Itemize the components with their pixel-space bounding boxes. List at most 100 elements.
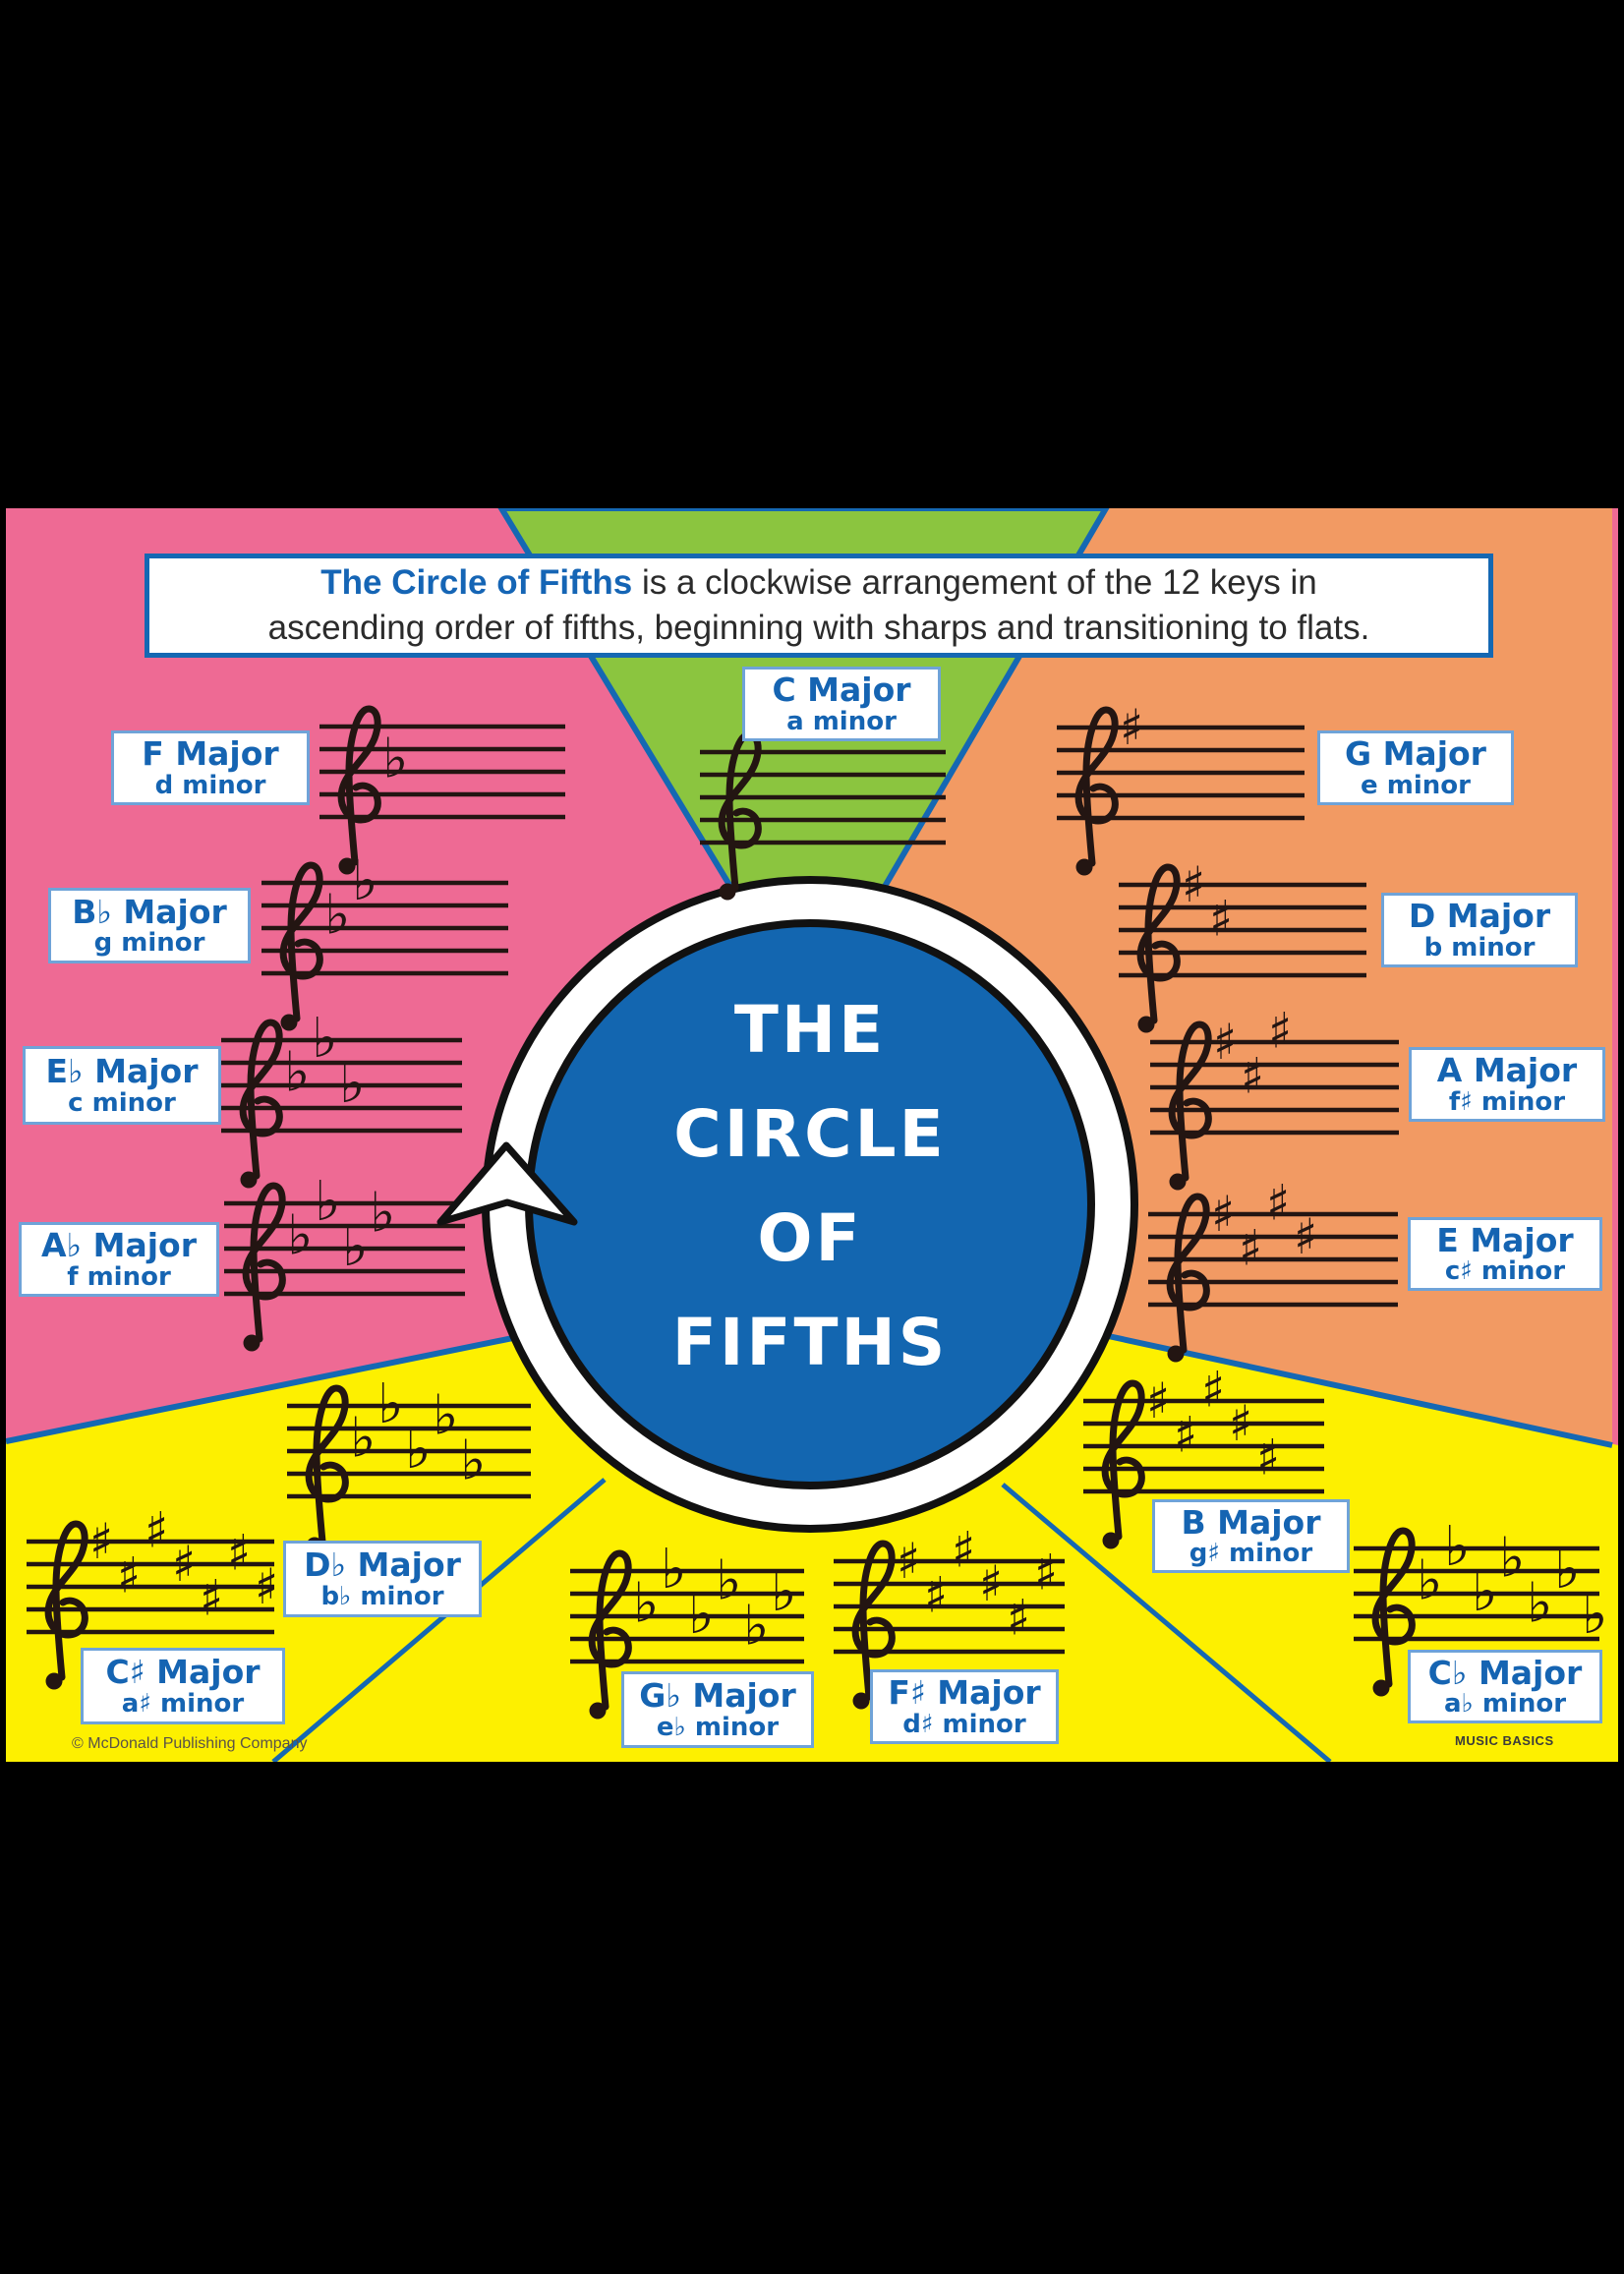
yellow-wedge-divider-left (271, 1478, 607, 1762)
staff-ef: ♭♭♭ (221, 1007, 462, 1189)
major-key-name: F Major (142, 734, 279, 774)
minor-key-name: b♭ minor (320, 1581, 444, 1611)
major-key-name: A Major (1436, 1051, 1578, 1090)
sharp-icon: ♯ (1209, 891, 1233, 948)
flat-icon: ♭ (352, 849, 377, 913)
staff-e: ♯♯♯♯ (1148, 1175, 1398, 1363)
sharp-icon: ♯ (1146, 1372, 1170, 1429)
flat-icon: ♭ (315, 1170, 340, 1234)
staff-af: ♭♭♭♭ (224, 1170, 465, 1352)
major-key-name: E Major (1436, 1220, 1574, 1259)
sharp-icon: ♯ (1211, 1186, 1235, 1243)
orange-yellow-divider (1075, 1326, 1613, 1448)
minor-key-name: e minor (1361, 770, 1471, 800)
sharp-icon: ♯ (1256, 1429, 1280, 1487)
flat-icon: ♭ (716, 1549, 741, 1613)
staff-df: ♭♭♭♭♭ (287, 1372, 531, 1554)
major-key-name: E♭ Major (45, 1052, 199, 1091)
minor-key-name: a♯ minor (121, 1688, 245, 1719)
staff-fs: ♯♯♯♯♯♯ (834, 1522, 1065, 1710)
sharp-icon: ♯ (979, 1555, 1003, 1612)
flat-icon: ♭ (1444, 1515, 1470, 1579)
flat-icon: ♭ (1472, 1560, 1497, 1624)
flat-icon: ♭ (743, 1595, 769, 1659)
minor-key-name: a minor (786, 706, 897, 736)
header-box: The Circle of Fifths is a clockwise arra… (145, 554, 1493, 658)
minor-key-name: f minor (67, 1261, 171, 1292)
minor-key-name: g♯ minor (1189, 1539, 1313, 1569)
title-line: CIRCLE (673, 1096, 947, 1172)
flat-icon: ♭ (377, 1372, 403, 1436)
header-line-2: ascending order of fifths, beginning wit… (267, 609, 1370, 647)
sharp-icon: ♯ (1294, 1208, 1317, 1265)
key-signature-b: ♯♯♯♯♯ (1146, 1362, 1280, 1487)
flat-icon: ♭ (284, 1041, 310, 1105)
minor-key-name: e♭ minor (656, 1712, 780, 1742)
staff-c (700, 734, 946, 901)
flat-icon: ♭ (661, 1538, 686, 1602)
sharp-icon: ♯ (1174, 1407, 1197, 1464)
minor-key-name: b minor (1423, 932, 1536, 962)
major-key-name: C♭ Major (1427, 1653, 1583, 1692)
major-key-name: C♯ Major (105, 1653, 261, 1692)
staff-f: ♭ (319, 709, 565, 875)
flat-icon: ♭ (405, 1418, 431, 1482)
header-highlight: The Circle of Fifths (320, 563, 633, 602)
minor-key-name: c minor (68, 1087, 176, 1118)
sharp-icon: ♯ (227, 1525, 251, 1582)
key-signature-a: ♯♯♯ (1213, 1003, 1292, 1105)
header-line1-rest: is a clockwise arrangement of the 12 key… (632, 563, 1317, 602)
key-signature-cf: ♭♭♭♭♭♭♭ (1417, 1515, 1607, 1647)
key-signature-df: ♭♭♭♭♭ (350, 1372, 486, 1493)
flat-icon: ♭ (312, 1007, 337, 1071)
copyright-text: © McDonald Publishing Company (72, 1735, 308, 1752)
sharp-icon: ♯ (1201, 1362, 1225, 1419)
flat-icon: ♭ (1582, 1583, 1607, 1647)
key-signature-f: ♭ (382, 728, 408, 791)
minor-key-name: f♯ minor (1448, 1086, 1566, 1117)
minor-key-name: d♯ minor (902, 1709, 1026, 1739)
staff-bf: ♭♭ (261, 849, 508, 1031)
sharp-icon: ♯ (200, 1570, 223, 1627)
flat-icon: ♭ (342, 1215, 368, 1279)
sharp-icon: ♯ (172, 1536, 196, 1593)
sharp-icon: ♯ (89, 1513, 113, 1570)
major-key-name: B♭ Major (72, 892, 227, 931)
key-signature-fs: ♯♯♯♯♯♯ (897, 1522, 1058, 1647)
sharp-icon: ♯ (924, 1567, 948, 1624)
key-signature-cs: ♯♯♯♯♯♯♯ (89, 1502, 278, 1627)
title-line: OF (757, 1200, 863, 1276)
sharp-icon: ♯ (145, 1502, 168, 1559)
yellow-wedge-divider-right (1001, 1483, 1332, 1762)
sharp-icon: ♯ (897, 1533, 920, 1590)
minor-key-name: c♯ minor (1444, 1256, 1566, 1287)
key-signature-ef: ♭♭♭ (284, 1007, 365, 1116)
flat-icon: ♭ (1554, 1538, 1580, 1602)
sharp-icon: ♯ (1007, 1590, 1030, 1647)
sharp-icon: ♯ (1241, 1048, 1264, 1105)
staves-layer: ♯♯♯♯♯♯♯♯♯♯♯♯♯♯♯♯♯♯♯♯♯♯♯♯♯♯♯♯♭♭♭♭♭♭♭♭♭♭♭♭… (27, 699, 1607, 1720)
flat-icon: ♭ (370, 1182, 395, 1246)
key-signature-g: ♯ (1120, 699, 1143, 756)
minor-key-name: a♭ minor (1443, 1689, 1567, 1720)
major-key-name: D Major (1408, 897, 1551, 936)
sharp-icon: ♯ (1239, 1220, 1262, 1277)
sharp-icon: ♯ (1182, 856, 1205, 913)
key-signature-e: ♯♯♯♯ (1211, 1175, 1317, 1277)
staff-cs: ♯♯♯♯♯♯♯ (27, 1502, 278, 1690)
major-key-name: G Major (1345, 734, 1486, 774)
staff-b: ♯♯♯♯♯ (1083, 1362, 1324, 1549)
circle-of-fifths-poster: ♯♯♯♯♯♯♯♯♯♯♯♯♯♯♯♯♯♯♯♯♯♯♯♯♯♯♯♯♭♭♭♭♭♭♭♭♭♭♭♭… (6, 508, 1618, 1762)
title-line: THE (733, 992, 887, 1068)
